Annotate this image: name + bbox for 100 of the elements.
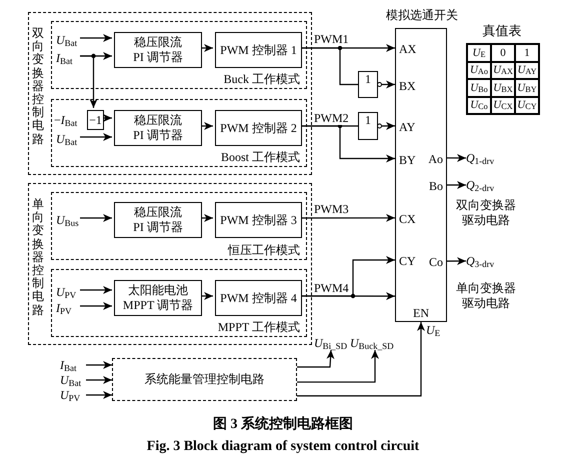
process-box xyxy=(215,280,302,316)
arrow xyxy=(300,125,395,163)
edge-label: PWM3 xyxy=(314,202,349,216)
signal-label: U$_{Buck_SD}$ xyxy=(350,336,394,350)
arrow xyxy=(200,292,213,300)
process-box xyxy=(114,202,202,238)
arrow xyxy=(447,154,466,162)
process-box xyxy=(114,280,202,316)
switch-title: 模拟选通开关 xyxy=(385,8,459,22)
signal-label: I$_{Bat}$ xyxy=(56,51,72,65)
arrow xyxy=(80,214,112,222)
edge-label: PWM1 xyxy=(314,32,349,46)
dashed-group-frame xyxy=(28,183,312,345)
pin-label: Co xyxy=(428,255,443,269)
dashed-group-frame xyxy=(51,21,307,89)
mode-label: MPPT 工作模式 xyxy=(218,320,300,334)
process-box xyxy=(114,110,202,146)
dashed-group-frame xyxy=(51,99,307,167)
arrow xyxy=(297,350,379,383)
mode-label: Buck 工作模式 xyxy=(224,72,300,86)
gate-label: 1 xyxy=(365,72,371,86)
arrow xyxy=(80,55,98,108)
mode-label: Boost 工作模式 xyxy=(220,150,300,164)
dashed-process-box xyxy=(112,358,297,401)
box-label: PWM 控制器 2 xyxy=(220,120,297,136)
arrow xyxy=(447,257,466,266)
arrow xyxy=(382,122,395,130)
pin-label: AY xyxy=(399,120,416,134)
arrow xyxy=(80,34,112,42)
dashed-group-frame xyxy=(28,12,312,175)
process-box xyxy=(215,202,302,238)
mode-label: 恒压工作模式 xyxy=(228,243,300,257)
process-box xyxy=(215,32,302,68)
table-cell: U$_{E}$ xyxy=(467,44,491,62)
pin-label: CX xyxy=(399,212,416,226)
arrow xyxy=(80,286,112,294)
arrow xyxy=(200,122,213,130)
table-cell: U$_{BX}$ xyxy=(491,79,515,96)
arrow xyxy=(382,80,395,88)
box-label: −1 xyxy=(89,112,102,128)
driver-label: 单向变换器驱动电路 xyxy=(455,281,517,311)
connector-line xyxy=(300,47,358,86)
signal-label: U$_{Bi_SD}$ xyxy=(314,336,348,350)
gate-label: 1 xyxy=(365,113,371,127)
signal-label: I$_{Bat}$ xyxy=(60,358,76,372)
pin-label: CY xyxy=(399,254,416,268)
pin-label: Ao xyxy=(428,152,443,166)
pin-label: BY xyxy=(399,152,416,166)
signal-label: Q$_{2-drv}$ xyxy=(466,178,494,192)
process-box xyxy=(215,110,302,146)
signal-label: I$_{PV}$ xyxy=(56,301,72,315)
arrow xyxy=(86,390,112,399)
signal-label: Q$_{3-drv}$ xyxy=(466,254,494,268)
arrow xyxy=(200,214,213,222)
arrow xyxy=(447,181,466,189)
pin-label: Bo xyxy=(428,179,443,193)
dashed-group-frame xyxy=(51,269,307,337)
arrow xyxy=(86,376,112,384)
box-label: 稳压限流 PI 调节器 xyxy=(132,113,184,143)
table-cell: U$_{Bo}$ xyxy=(467,79,491,96)
edge-label: PWM2 xyxy=(314,111,349,125)
arrow xyxy=(86,361,112,369)
group-title: 单向变换器控制电路 xyxy=(32,198,44,317)
arrow xyxy=(80,133,112,141)
table-cell: 0 xyxy=(491,44,515,62)
arrow xyxy=(297,322,425,396)
dashed-group-frame xyxy=(51,192,307,260)
group-title: 双向变换器控制电路 xyxy=(32,27,44,146)
figure-caption: Fig. 3 Block diagram of system control circuit xyxy=(146,438,420,455)
not-gate xyxy=(358,112,382,140)
pin-label: BX xyxy=(399,78,416,92)
signal-label: Q$_{1-drv}$ xyxy=(466,151,494,165)
pin-label: EN xyxy=(412,306,430,320)
box-label: 太阳能电池 MPPT 调节器 xyxy=(122,283,194,313)
box-label: 稳压限流 PI 调节器 xyxy=(132,35,184,65)
table-cell: U$_{CX}$ xyxy=(491,96,515,114)
table-cell: 1 xyxy=(515,44,539,62)
box-label: 稳压限流 PI 调节器 xyxy=(132,205,184,235)
table-cell: U$_{BY}$ xyxy=(515,79,539,96)
driver-label: 双向变换器驱动电路 xyxy=(455,198,517,228)
signal-label: U$_{PV}$ xyxy=(56,285,76,299)
box-label: PWM 控制器 3 xyxy=(220,212,297,228)
signal-label: U$_{Bat}$ xyxy=(56,132,78,146)
edge-label: U$_{E}$ xyxy=(426,323,440,337)
signal-label: −I$_{Bat}$ xyxy=(54,113,78,127)
signal-label: U$_{Bat}$ xyxy=(60,373,82,387)
table-cell: U$_{Ao}$ xyxy=(467,62,491,79)
signal-label: U$_{Bat}$ xyxy=(56,33,78,47)
table-title: 真值表 xyxy=(482,23,522,38)
not-gate xyxy=(358,71,382,98)
box-label: PWM 控制器 1 xyxy=(220,42,297,58)
process-box xyxy=(114,32,202,68)
table-cell: U$_{Co}$ xyxy=(467,96,491,114)
arrow xyxy=(300,256,395,297)
arrow xyxy=(300,214,395,222)
box-label: PWM 控制器 4 xyxy=(220,290,297,306)
arrow xyxy=(102,114,112,122)
signal-label: U$_{Bus}$ xyxy=(56,213,79,227)
table-cell: U$_{CY}$ xyxy=(515,96,539,114)
arrow xyxy=(80,302,112,310)
